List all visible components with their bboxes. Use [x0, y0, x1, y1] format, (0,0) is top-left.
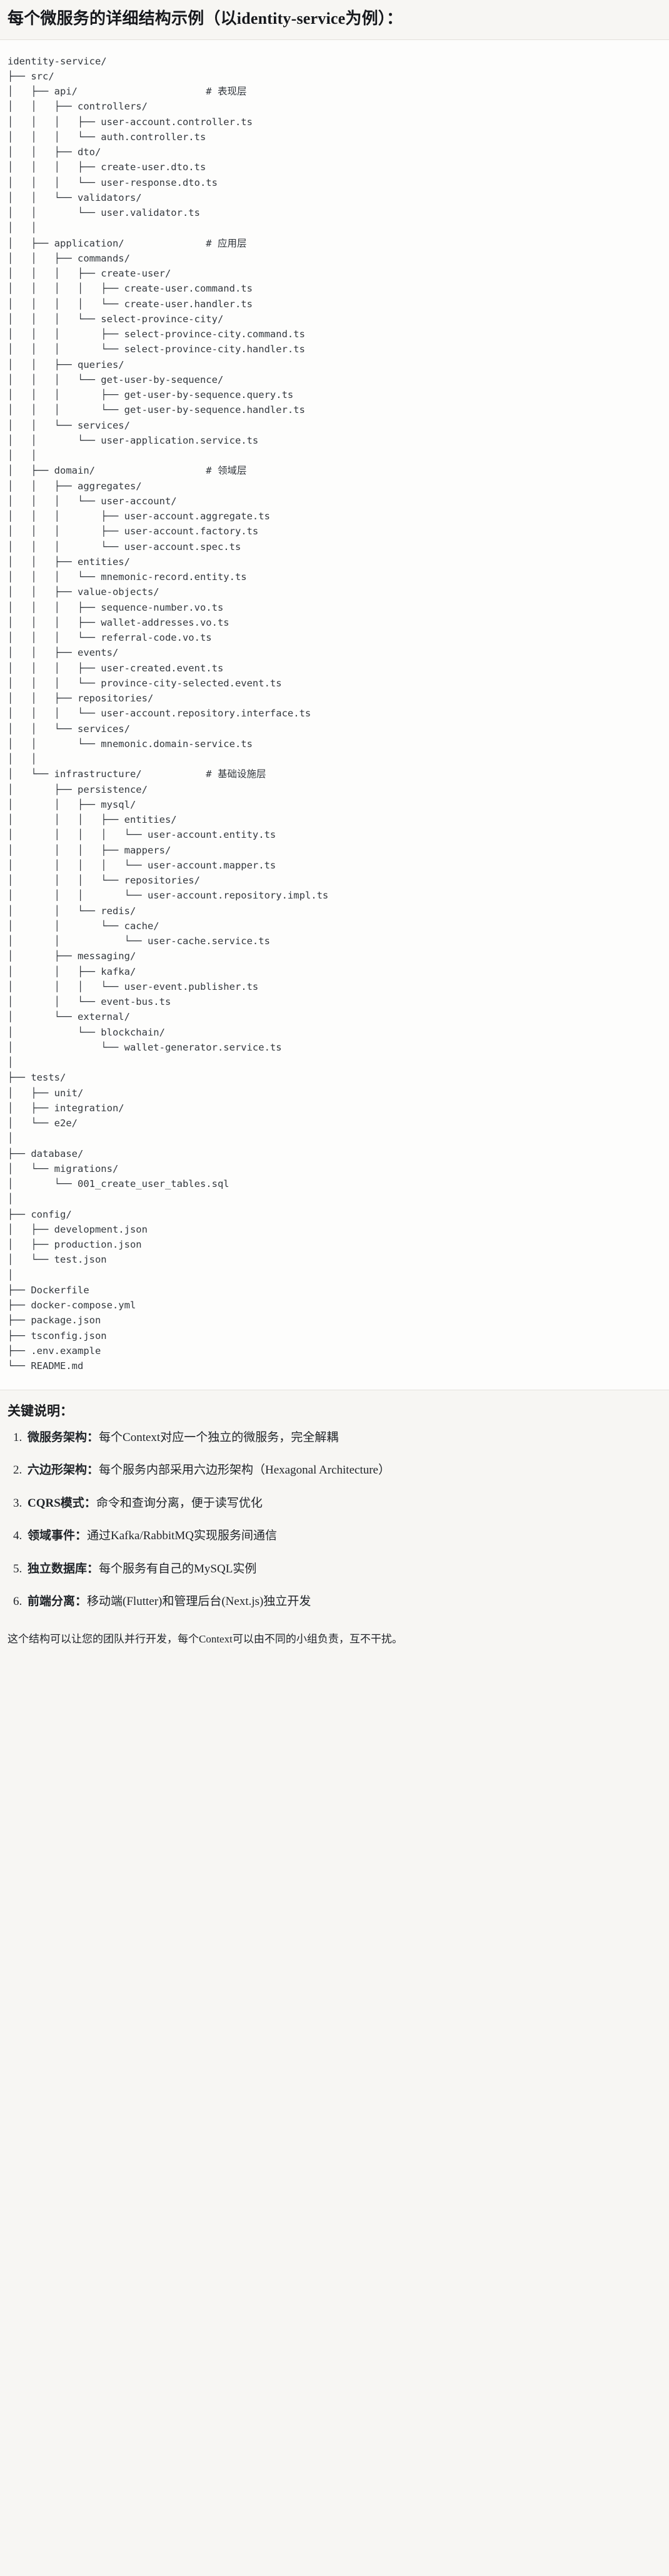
note-description: 每个服务内部采用六边形架构（Hexagonal Architecture） [99, 1464, 390, 1477]
note-description: 移动端(Flutter)和管理后台(Next.js)独立开发 [87, 1595, 311, 1609]
list-item: 前端分离：移动端(Flutter)和管理后台(Next.js)独立开发 [25, 1593, 661, 1611]
page-title: 每个微服务的详细结构示例（以identity-service为例）： [8, 9, 403, 28]
list-item: 六边形架构：每个服务内部采用六边形架构（Hexagonal Architectu… [25, 1462, 661, 1480]
list-item: 领域事件：通过Kafka/RabbitMQ实现服务间通信 [25, 1527, 661, 1545]
closing-paragraph: 这个结构可以让您的团队并行开发，每个Context可以由不同的小组负责，互不干扰… [0, 1628, 669, 1661]
note-description: 通过Kafka/RabbitMQ实现服务间通信 [87, 1529, 278, 1543]
note-separator: ： [87, 1430, 99, 1444]
list-item: 独立数据库：每个服务有自己的MySQL实例 [25, 1560, 661, 1579]
key-notes-title: 关键说明： [8, 1403, 73, 1419]
note-term: 领域事件 [28, 1529, 76, 1543]
note-term: 独立数据库 [28, 1562, 88, 1576]
note-term: 微服务架构 [28, 1430, 88, 1444]
note-description: 每个服务有自己的MySQL实例 [99, 1562, 257, 1576]
note-separator: ： [87, 1464, 99, 1477]
note-separator: ： [75, 1595, 88, 1609]
directory-tree: identity-service/ ├── src/ │ ├── api/ # … [8, 55, 329, 1372]
directory-tree-block: identity-service/ ├── src/ │ ├── api/ # … [0, 39, 669, 1391]
key-notes-list: 微服务架构：每个Context对应一个独立的微服务，完全解耦 六边形架构：每个服… [8, 1429, 661, 1611]
note-separator: ： [75, 1529, 88, 1543]
list-item: CQRS模式：命令和查询分离，便于读写优化 [25, 1495, 661, 1513]
note-separator: ： [87, 1562, 99, 1576]
note-description: 命令和查询分离，便于读写优化 [96, 1496, 263, 1510]
note-description: 每个Context对应一个独立的微服务，完全解耦 [99, 1430, 339, 1444]
document-page: 每个微服务的详细结构示例（以identity-service为例）： ident… [0, 0, 669, 1661]
key-notes-section: 关键说明： 微服务架构：每个Context对应一个独立的微服务，完全解耦 六边形… [0, 1390, 669, 1629]
document-header: 每个微服务的详细结构示例（以identity-service为例）： [0, 0, 669, 40]
note-term: 前端分离 [28, 1595, 76, 1609]
list-item: 微服务架构：每个Context对应一个独立的微服务，完全解耦 [25, 1429, 661, 1447]
note-term: 六边形架构 [28, 1464, 88, 1477]
note-term: CQRS模式 [28, 1496, 84, 1510]
note-separator: ： [84, 1496, 96, 1510]
